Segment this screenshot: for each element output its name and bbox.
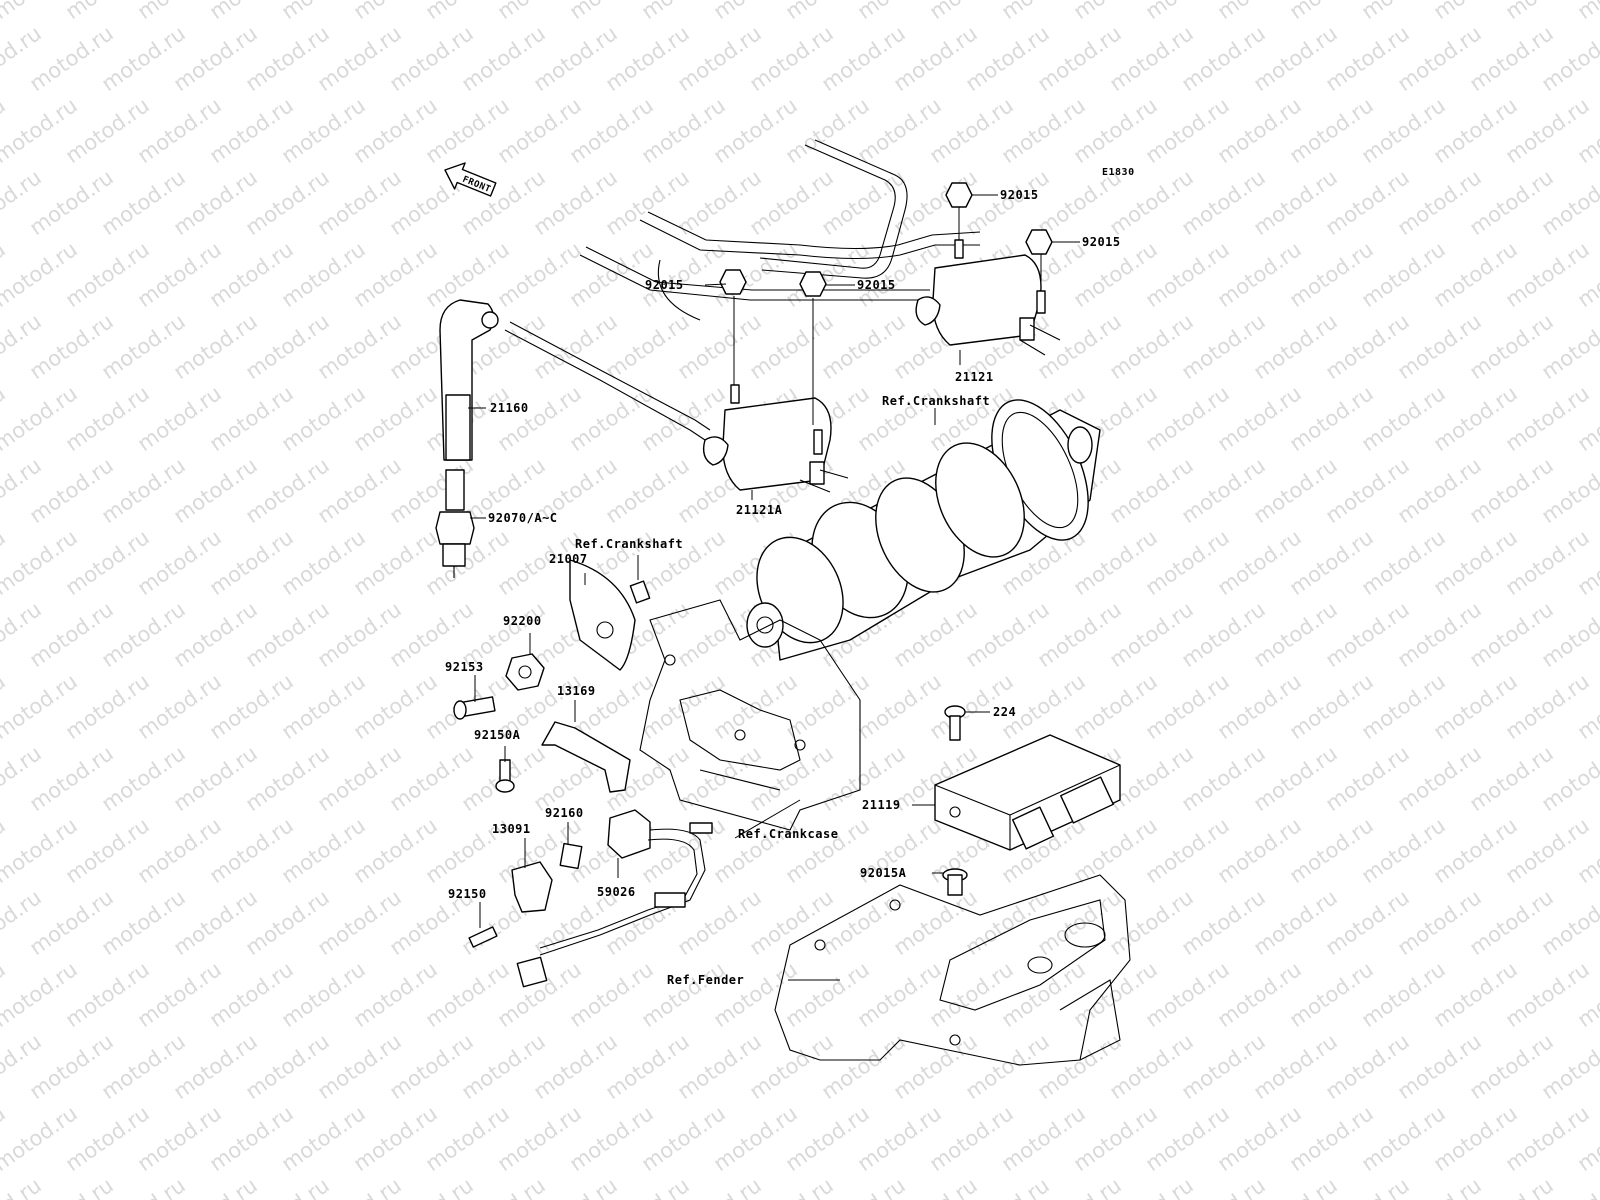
callout-13091: 13091: [492, 822, 531, 836]
callout-92070: 92070/A~C: [488, 511, 558, 525]
callout-92015-left: 92015: [645, 278, 684, 292]
callout-21119: 21119: [862, 798, 901, 812]
watermark-text: motod.ru: [0, 1173, 46, 1200]
ecu-unit: [934, 734, 1121, 851]
bolt-92150-icon: [468, 926, 498, 948]
callout-21007: 21007: [549, 552, 588, 566]
callout-92160: 92160: [545, 806, 584, 820]
callout-59026: 59026: [597, 885, 636, 899]
callout-92015-mid: 92015: [857, 278, 896, 292]
grommet-92015A-icon: [942, 868, 968, 896]
callout-224: 224: [993, 705, 1016, 719]
callout-92150: 92150: [448, 887, 487, 901]
callout-ref-crankcase: Ref.Crankcase: [738, 827, 838, 841]
screw-224-icon: [944, 705, 966, 741]
diagram-code: E1830: [1102, 167, 1135, 178]
ignition-leads: [504, 139, 981, 441]
timing-rotor: [569, 559, 651, 671]
callout-92150A: 92150A: [474, 728, 521, 742]
leader-lines: [468, 194, 1080, 981]
callout-21160: 21160: [490, 401, 529, 415]
bracket-13169: [541, 721, 631, 793]
pickup-sensor: [516, 809, 713, 988]
plate-92160: [559, 842, 583, 870]
callout-92200: 92200: [503, 614, 542, 628]
watermark-text: motod.ru: [1573, 0, 1600, 24]
bracket-13091: [511, 861, 553, 913]
callout-92153: 92153: [445, 660, 484, 674]
callout-92015-top: 92015: [1000, 188, 1039, 202]
callout-13169: 13169: [557, 684, 596, 698]
spark-plug-cap: [439, 299, 499, 461]
nut-92200-icon: [505, 653, 545, 691]
callout-21121: 21121: [955, 370, 994, 384]
rear-fender: [774, 874, 1131, 1066]
callout-ref-fender: Ref.Fender: [667, 973, 744, 987]
callout-21121A: 21121A: [736, 503, 783, 517]
ignition-coil-right: [915, 239, 1061, 356]
callout-ref-crankshaft-top: Ref.Crankshaft: [882, 394, 990, 408]
crankshaft: [746, 399, 1101, 661]
nut-92015-icon: [719, 182, 1053, 297]
callout-92015A: 92015A: [860, 866, 907, 880]
crankcase: [639, 599, 861, 831]
spark-plug: [435, 469, 475, 578]
callout-92015-right: 92015: [1082, 235, 1121, 249]
ignition-coil-left: [702, 384, 849, 493]
callout-ref-crankshaft-mid: Ref.Crankshaft: [575, 537, 683, 551]
